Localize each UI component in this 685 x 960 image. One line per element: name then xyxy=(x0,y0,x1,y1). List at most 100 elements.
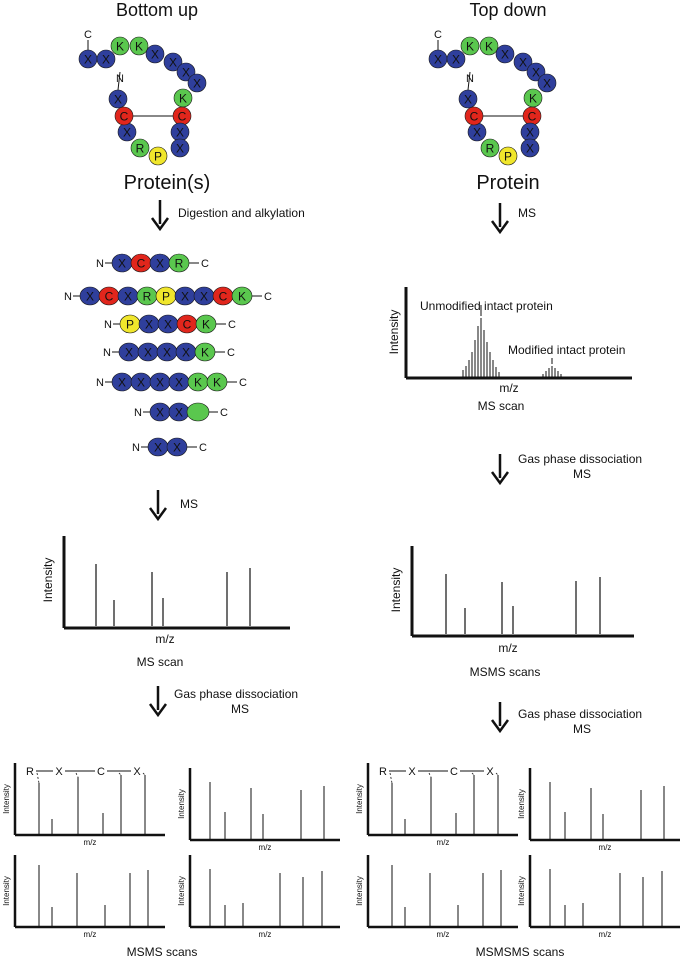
residue-c: C xyxy=(176,314,198,334)
gas-phase-ms-label-left: MS xyxy=(231,702,249,716)
gas-phase-label-left: Gas phase dissociation xyxy=(174,687,298,701)
y-axis-label: Intensity xyxy=(517,789,526,819)
n-terminus-label: N xyxy=(134,407,142,419)
svg-text:X: X xyxy=(200,290,208,304)
svg-text:P: P xyxy=(504,150,512,164)
svg-text:C: C xyxy=(219,290,228,304)
residue-k: K xyxy=(231,286,253,306)
residue-x: X xyxy=(193,286,215,306)
svg-text:K: K xyxy=(201,346,209,360)
residue-x: X xyxy=(111,372,133,392)
c-terminus-label: C xyxy=(227,347,235,359)
arrow-down-icon xyxy=(150,200,170,232)
svg-text:X: X xyxy=(175,406,183,420)
gas-phase-label-right: Gas phase dissociation xyxy=(518,452,642,466)
y-axis-label: Intensity xyxy=(387,310,401,355)
residue-x: X xyxy=(96,49,116,69)
svg-text:C: C xyxy=(105,290,114,304)
n-terminus-label: N xyxy=(466,73,474,85)
ms-step-label-left: MS xyxy=(180,497,198,511)
svg-text:X: X xyxy=(464,93,472,107)
svg-text:X: X xyxy=(532,66,540,80)
svg-text:K: K xyxy=(529,92,537,106)
residue-c: C xyxy=(464,106,484,126)
svg-text:X: X xyxy=(125,346,133,360)
residue-r: R xyxy=(136,286,158,306)
svg-text:X: X xyxy=(173,441,181,455)
y-axis-label: Intensity xyxy=(2,784,11,814)
svg-text:X: X xyxy=(154,441,162,455)
svg-text:X: X xyxy=(156,406,164,420)
n-terminus-label: N xyxy=(96,258,104,270)
y-axis-label: Intensity xyxy=(517,876,526,906)
svg-text:X: X xyxy=(118,376,126,390)
svg-text:R: R xyxy=(486,142,495,156)
svg-text:X: X xyxy=(164,318,172,332)
unmodified-label: Unmodified intact protein xyxy=(420,299,553,313)
x-axis-label: m/z xyxy=(84,838,97,847)
small-spectrum: Intensity m/z xyxy=(177,855,340,939)
protein-label-right: Protein xyxy=(476,172,539,194)
residue-x: X xyxy=(149,372,171,392)
c-terminus-label: C xyxy=(239,377,247,389)
x-axis-label: m/z xyxy=(84,930,97,939)
residue-x: X xyxy=(458,89,478,109)
svg-text:C: C xyxy=(470,110,479,124)
arrow-down-icon xyxy=(490,702,510,734)
svg-text:C: C xyxy=(178,110,187,124)
svg-text:C: C xyxy=(137,257,146,271)
residue-k: K xyxy=(110,36,130,56)
n-terminus-label: N xyxy=(64,291,72,303)
residue-r: R xyxy=(168,253,190,273)
gas-phase-ms-label-right-2: MS xyxy=(573,722,591,736)
svg-text:X: X xyxy=(519,56,527,70)
svg-text:X: X xyxy=(118,257,126,271)
residue-c: C xyxy=(130,253,152,273)
y-axis-label: Intensity xyxy=(355,784,364,814)
c-terminus-label: C xyxy=(220,407,228,419)
modified-label: Modified intact protein xyxy=(508,343,625,357)
msms-scans-caption-left: MSMS scans xyxy=(127,945,198,959)
fragment-label: R xyxy=(26,766,34,778)
svg-text:K: K xyxy=(202,318,210,332)
msms-scans-caption-right: MSMS scans xyxy=(470,665,541,679)
x-axis-label: m/z xyxy=(259,930,272,939)
fragment-label: X xyxy=(55,766,63,778)
svg-text:X: X xyxy=(543,77,551,91)
c-terminus-label: C xyxy=(264,291,272,303)
svg-text:X: X xyxy=(145,318,153,332)
residue-x: X xyxy=(513,52,533,72)
svg-text:K: K xyxy=(466,40,474,54)
svg-text:X: X xyxy=(102,53,110,67)
residue-x: X xyxy=(168,402,190,422)
residue-x: X xyxy=(168,372,190,392)
svg-text:X: X xyxy=(156,376,164,390)
fragment-label: C xyxy=(97,766,105,778)
residue-x: X xyxy=(147,437,169,457)
protein-label-left: Protein(s) xyxy=(124,172,211,194)
residue-r: R xyxy=(130,138,150,158)
svg-text:X: X xyxy=(156,257,164,271)
svg-text:K: K xyxy=(179,92,187,106)
residue-x: X xyxy=(166,437,188,457)
residue-x: X xyxy=(520,138,540,158)
residue-c: C xyxy=(522,106,542,126)
residue-x: X xyxy=(130,372,152,392)
x-axis-label: m/z xyxy=(599,843,612,852)
y-axis-label: Intensity xyxy=(177,876,186,906)
svg-text:K: K xyxy=(135,40,143,54)
svg-text:X: X xyxy=(452,53,460,67)
x-axis-label: m/z xyxy=(499,381,518,395)
svg-text:P: P xyxy=(162,290,170,304)
svg-text:X: X xyxy=(124,290,132,304)
x-axis-label: m/z xyxy=(599,930,612,939)
